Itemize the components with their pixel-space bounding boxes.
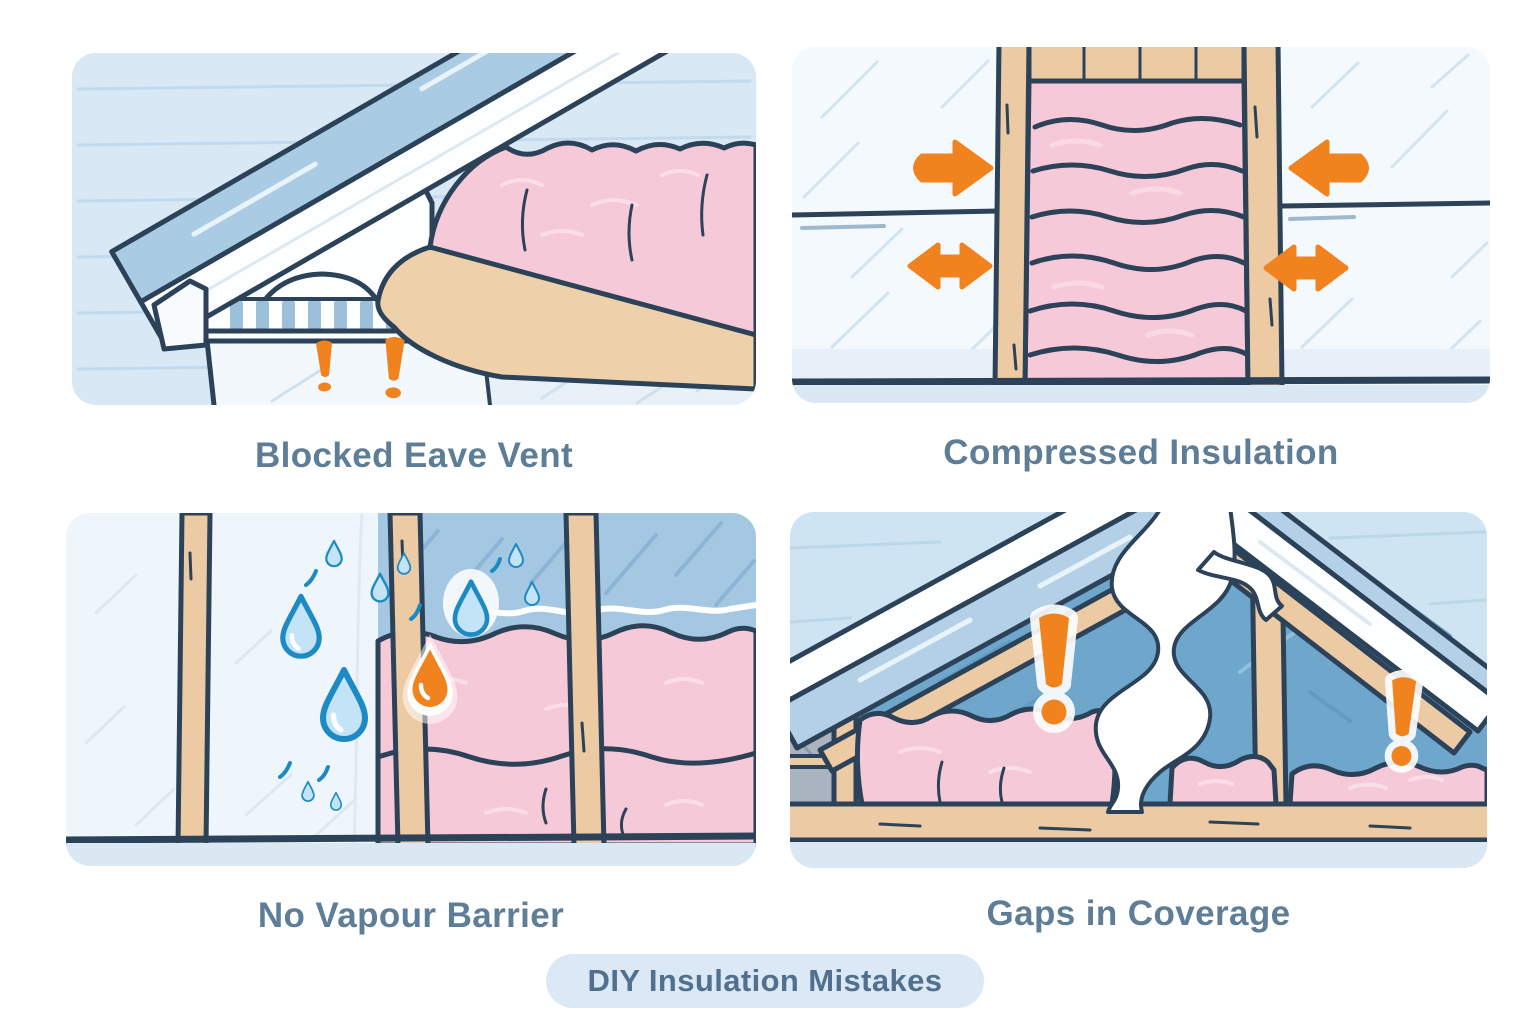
- stud-left: [175, 513, 213, 849]
- wall-texture-lines: [84, 573, 358, 837]
- drywall-seams: [792, 200, 1490, 230]
- panel-compressed-insulation: [792, 47, 1490, 403]
- panel-blocked-eave-vent: [72, 53, 756, 405]
- caption-gaps-in-coverage: Gaps in Coverage: [986, 894, 1291, 933]
- floor: [66, 843, 756, 866]
- arrow-icon: [907, 139, 1369, 292]
- batt-seam-line: [375, 746, 756, 767]
- exclamation-icon: [1030, 604, 1424, 773]
- panel-no-vapour-barrier: [66, 513, 756, 866]
- arrow-left-icon: [1288, 139, 1369, 197]
- title-badge: DIY Insulation Mistakes: [546, 954, 984, 1008]
- stud-right: [1241, 47, 1285, 390]
- insulation-batt: [854, 706, 1118, 807]
- arrow-right-icon: [913, 139, 994, 197]
- floor-line: [792, 376, 1490, 386]
- caption-blocked-eave-vent: Blocked Eave Vent: [254, 436, 574, 475]
- compressed-insulation-illustration: [792, 47, 1490, 403]
- roof: [109, 53, 756, 345]
- arrow-double-icon: [907, 242, 993, 290]
- poly-sheet-edge: [352, 513, 364, 847]
- exclamation-icon: [316, 337, 405, 399]
- caption-compressed-insulation: Compressed Insulation: [943, 433, 1339, 472]
- compressed-insulation-batt: [1022, 78, 1251, 386]
- title-badge-label: DIY Insulation Mistakes: [587, 963, 943, 998]
- floor: [792, 385, 1490, 403]
- floor: [790, 842, 1487, 868]
- compression-lines: [1027, 115, 1251, 364]
- caption-no-vapour-barrier: No Vapour Barrier: [257, 896, 565, 935]
- blocked-eave-vent-illustration: [72, 53, 756, 405]
- panel-gaps-in-coverage: [790, 512, 1487, 868]
- stud-left: [992, 47, 1032, 390]
- kraft-paper: [375, 244, 756, 392]
- draft-squiggle-branch: [1196, 550, 1284, 622]
- draft-squiggle-icon: [1093, 512, 1237, 814]
- fascia-end-cap: [151, 278, 209, 352]
- insulation-batt: [1287, 759, 1487, 807]
- top-plate: [1026, 47, 1247, 84]
- no-vapour-barrier-illustration: [66, 513, 756, 866]
- arrow-double-icon: [1263, 244, 1349, 292]
- stud-right: [563, 513, 607, 849]
- gaps-in-coverage-illustration: [790, 512, 1487, 868]
- floor-line: [66, 832, 756, 844]
- sky-lines: [790, 530, 1487, 624]
- orange-drop-icon: [402, 634, 458, 724]
- water-drop-icon: [278, 539, 540, 811]
